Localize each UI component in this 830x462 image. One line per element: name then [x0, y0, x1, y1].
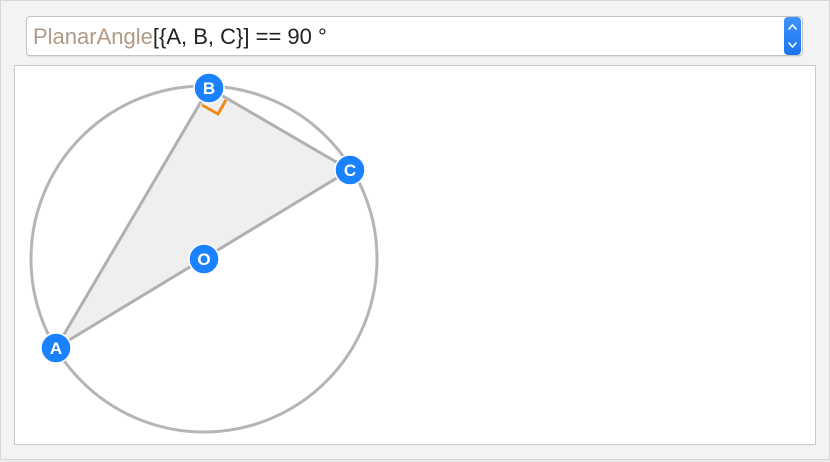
geometry-canvas: A B C O — [14, 65, 816, 445]
right-angle-marker — [201, 99, 228, 117]
point-label-a: A — [50, 339, 62, 358]
point-handle-o[interactable]: O — [188, 243, 220, 275]
function-name: PlanarAngle — [33, 24, 153, 49]
up-down-stepper-icon[interactable] — [784, 17, 801, 55]
expression-arguments: [{A, B, C}] == 90 ° — [152, 24, 327, 49]
point-label-c: C — [344, 161, 356, 180]
expression-selector[interactable]: PlanarAngle[{A, B, C}] == 90 ° — [26, 16, 803, 56]
point-label-o: O — [197, 250, 210, 269]
point-label-b: B — [203, 79, 215, 98]
expression-text: PlanarAngle[{A, B, C}] == 90 ° — [33, 23, 327, 51]
point-handle-c[interactable]: C — [334, 154, 366, 186]
triangle-abc — [54, 86, 352, 350]
point-handle-b[interactable]: B — [193, 72, 225, 104]
point-handle-a[interactable]: A — [40, 332, 72, 364]
